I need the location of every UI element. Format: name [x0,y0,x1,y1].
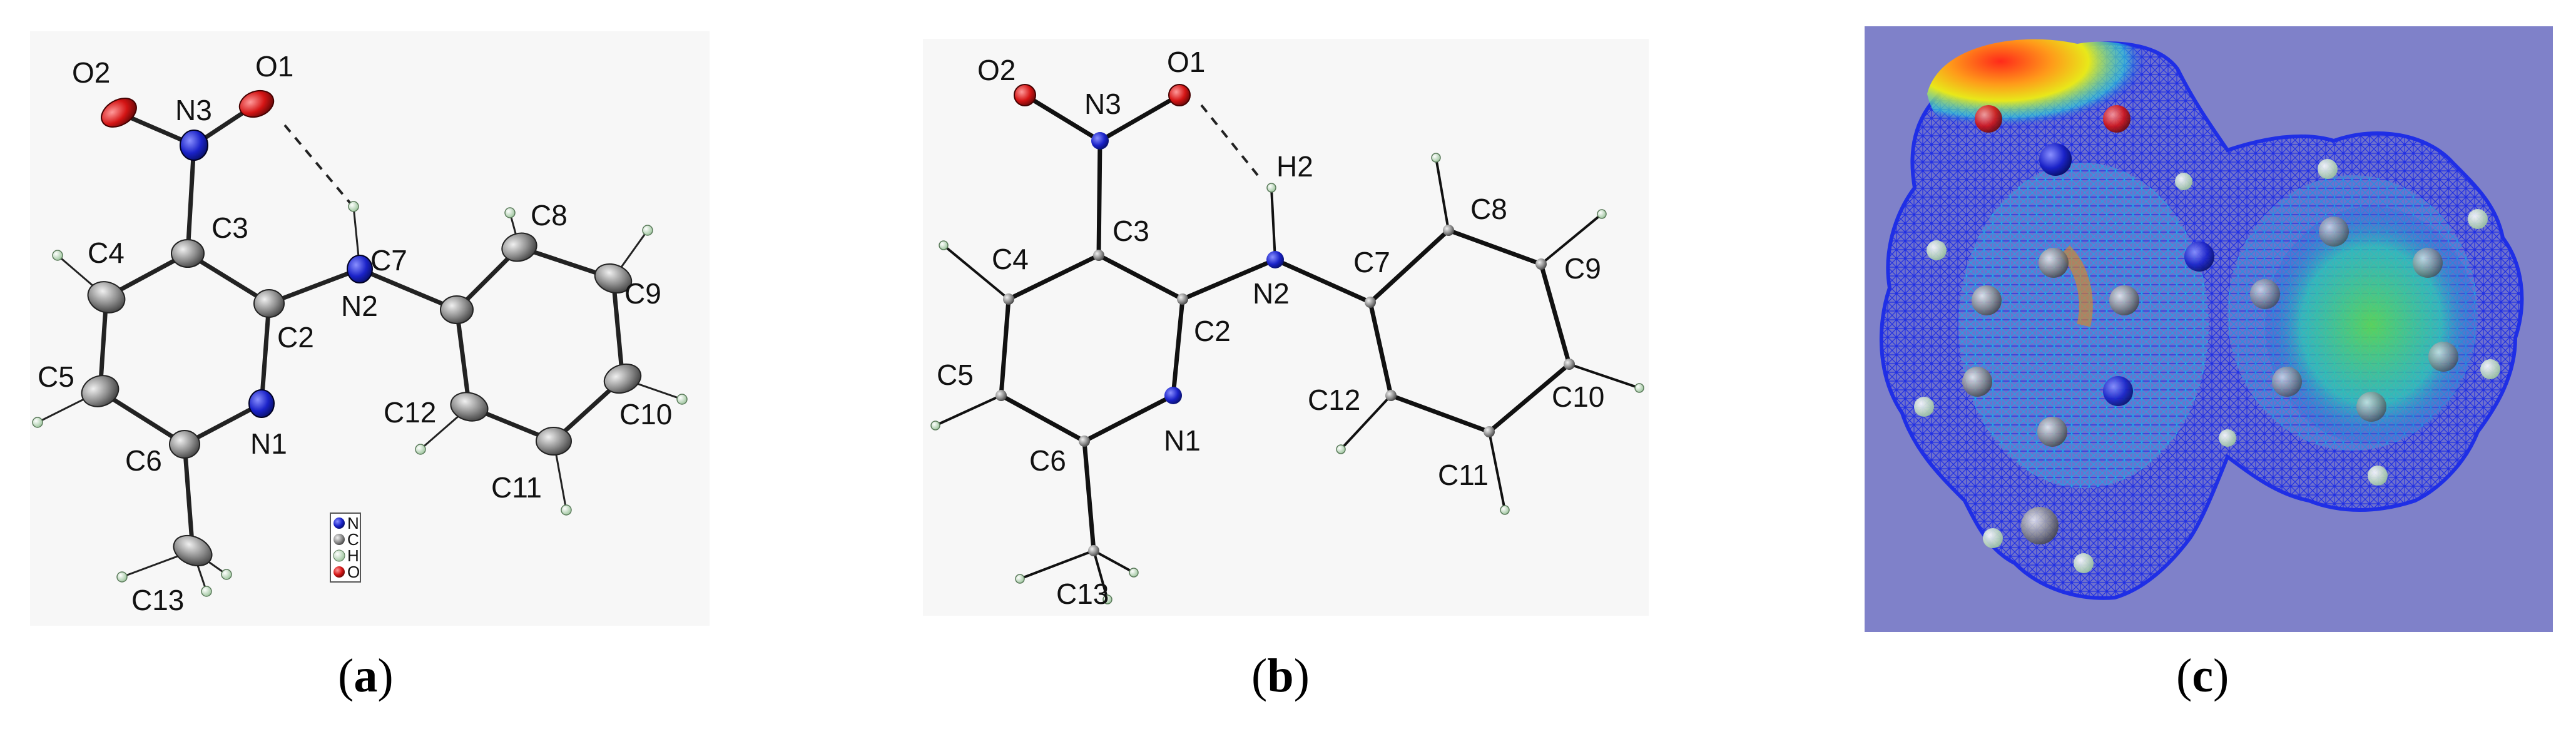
mep-negative-region [1927,39,2172,150]
atom-label-C3: C3 [211,212,248,244]
panel-b-bonds [999,93,1572,553]
panel-b-h-bonds [935,157,1640,600]
atom-label-C4: C4 [992,243,1029,275]
atom-label-O1: O1 [255,50,293,83]
atom-label-C6: C6 [1029,444,1066,477]
atom-label-C10: C10 [619,398,672,431]
atom-label-N3: N3 [175,94,212,126]
atom-label-C2: C2 [277,321,314,354]
legend-o-icon [333,566,345,578]
atom-label-C7: C7 [1353,246,1390,278]
atom-label-C11: C11 [491,471,542,504]
caption-b: (b) [1251,650,1310,702]
atom-label-C4: C4 [88,237,125,269]
legend-label-n: N [347,514,359,533]
legend-n-icon [333,517,345,529]
panel-a-legend: N C H O [330,512,361,583]
legend-label-h: H [347,546,359,565]
atom-label-C10: C10 [1552,380,1604,413]
atom-label-H2: H2 [1276,150,1313,183]
caption-a: (a) [338,650,394,702]
panel-a-hbond-dashed [283,124,352,205]
panel-b-background [923,39,1649,616]
legend-h-icon [333,549,345,562]
atom-label-N3: N3 [1084,88,1121,120]
panel-a-atoms [32,89,688,597]
atom-label-C9: C9 [1564,252,1601,285]
panel-a: O2 N3 O1 C3 C4 C7 C8 N2 C2 C9 C5 N1 C12 … [30,31,710,702]
atom-label-C6: C6 [125,444,162,477]
atom-label-C9: C9 [624,277,661,310]
mep-atoms [1914,105,2500,573]
atom-label-O1: O1 [1167,46,1205,78]
atom-label-C13: C13 [131,584,184,616]
atom-label-C5: C5 [38,360,74,393]
atom-label-C5: C5 [937,359,974,391]
panel-a-labels: O2 N3 O1 C3 C4 C7 C8 N2 C2 C9 C5 N1 C12 … [38,50,672,616]
atom-label-O2: O2 [977,54,1016,86]
atom-label-C8: C8 [531,199,568,232]
mep-orange-patch [2059,245,2093,327]
atom-label-C12: C12 [384,396,436,429]
atom-label-C12: C12 [1308,384,1360,416]
panel-b: O2 N3 O1 H2 C3 C4 C7 C8 N2 C9 C2 C5 C12 … [923,39,1649,702]
atom-label-N1: N1 [250,427,287,460]
atom-label-N2: N2 [1253,277,1290,310]
atom-label-N1: N1 [1164,424,1201,457]
atom-label-C8: C8 [1470,193,1507,225]
atom-label-C7: C7 [370,244,407,277]
panel-b-atoms [930,84,1644,604]
atom-label-O2: O2 [72,56,110,89]
atom-label-C13: C13 [1056,578,1109,610]
panel-c: (c) [1865,26,2553,702]
atom-label-C3: C3 [1112,215,1149,247]
panel-a-background [30,31,710,626]
atom-label-C2: C2 [1194,315,1231,347]
panel-b-labels: O2 N3 O1 H2 C3 C4 C7 C8 N2 C9 C2 C5 C12 … [937,46,1604,610]
legend-label-c: C [347,530,359,549]
atom-label-C11: C11 [1438,459,1489,491]
caption-c: (c) [2176,650,2229,702]
atom-label-N2: N2 [341,290,378,322]
legend-c-icon [333,534,345,545]
legend-label-o: O [347,563,360,581]
